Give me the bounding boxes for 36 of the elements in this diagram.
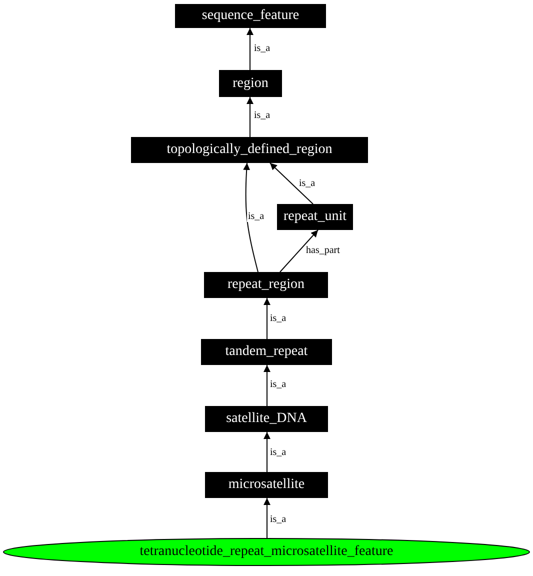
term-box [201,339,332,365]
arrow [246,96,254,138]
edge-label: is_a [269,514,288,525]
arrow [243,162,258,272]
term-label: topologically_defined_region [166,142,332,158]
term-box [175,4,326,28]
term-label: satellite_DNA [226,411,307,427]
arrow [264,498,270,538]
term-box [277,204,353,230]
term-label: microsatellite [228,477,305,493]
edge-label: is_a [269,313,288,324]
term-label: tetranucleotide_repeat_microsatellite_feature [140,544,394,560]
arrow [246,28,254,70]
arrow [270,162,314,204]
term-label: region [232,76,268,92]
edge-label: is_a [247,211,266,222]
edge-label: has_part [305,245,341,256]
ellipse-node [3,538,530,566]
term-box [219,70,282,97]
edge-label: is_a [253,43,272,54]
edge-label: is_a [269,447,288,458]
term-box [131,137,368,163]
term-label: sequence_feature [202,8,300,24]
term-label: repeat_unit [284,209,346,225]
term-box [205,472,328,498]
arrow [264,364,270,406]
term-label: tandem_repeat [225,344,308,360]
arrow [280,230,318,272]
edge-label: is_a [298,178,316,189]
edge-label: is_a [269,379,288,390]
arrow [264,298,270,340]
term-label: repeat_region [228,277,304,293]
arrow [264,432,270,472]
term-box [205,406,328,432]
term-box [204,272,328,298]
edge-label: is_a [253,110,272,121]
